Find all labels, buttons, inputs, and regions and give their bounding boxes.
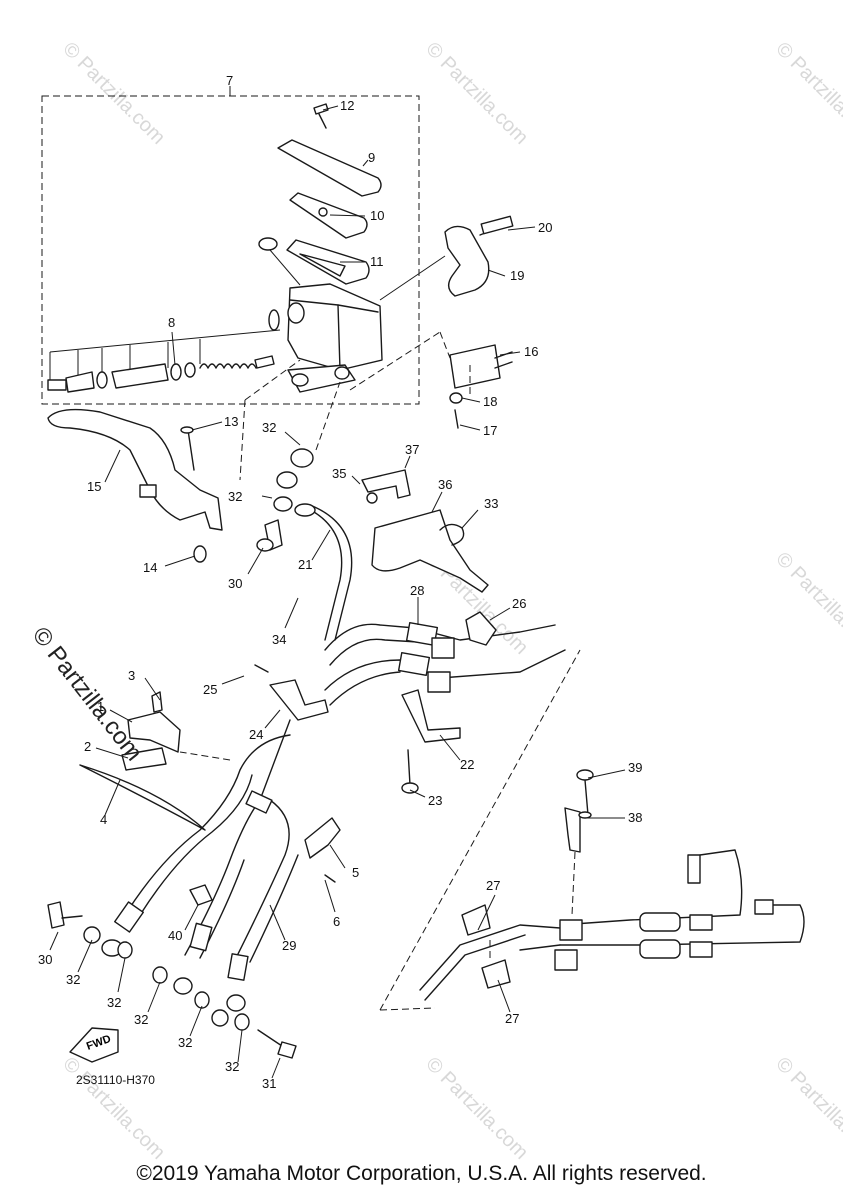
callout-32e: 32 bbox=[134, 1012, 148, 1027]
brake-lever bbox=[47, 408, 223, 531]
callout-9: 9 bbox=[368, 150, 375, 165]
callout-2: 2 bbox=[84, 739, 91, 754]
piston-kit bbox=[47, 329, 281, 393]
callout-6: 6 bbox=[333, 914, 340, 929]
callout-18: 18 bbox=[483, 394, 497, 409]
callout-11: 11 bbox=[370, 254, 384, 269]
watermark-faint: © Partzilla.com bbox=[58, 38, 169, 149]
callout-27b: 27 bbox=[505, 1011, 519, 1026]
fwd-arrow-icon: FWD bbox=[69, 1027, 119, 1063]
callout-7: 7 bbox=[226, 73, 233, 88]
bracket-5 bbox=[304, 817, 341, 859]
clamp-22 bbox=[401, 689, 461, 743]
callout-33: 33 bbox=[484, 496, 498, 511]
callout-16: 16 bbox=[524, 344, 538, 359]
bracket-24 bbox=[269, 679, 329, 721]
callout-32d: 32 bbox=[107, 995, 121, 1010]
callout-5: 5 bbox=[352, 865, 359, 880]
master-cylinder-body bbox=[287, 283, 383, 371]
bracket-38 bbox=[564, 807, 581, 853]
bracket-36 bbox=[371, 509, 489, 593]
callout-12: 12 bbox=[340, 98, 354, 113]
callout-21: 21 bbox=[298, 557, 312, 572]
hose-pair-upper bbox=[324, 623, 556, 651]
callout-22: 22 bbox=[460, 757, 474, 772]
watermark-faint: © Partzilla.com bbox=[771, 38, 843, 149]
callout-28: 28 bbox=[410, 583, 424, 598]
brake-hose-21 bbox=[299, 504, 343, 641]
clamp-holder bbox=[444, 225, 490, 297]
callout-30: 30 bbox=[228, 576, 242, 591]
callout-38: 38 bbox=[628, 810, 642, 825]
callout-27: 27 bbox=[486, 878, 500, 893]
callout-3: 3 bbox=[128, 668, 135, 683]
copyright-notice: ©2019 Yamaha Motor Corporation, U.S.A. A… bbox=[136, 1162, 707, 1185]
leader-lines bbox=[49, 105, 626, 1079]
callout-34: 34 bbox=[272, 632, 286, 647]
watermark-faint: © Partzilla.com bbox=[58, 1053, 169, 1164]
callout-1: 1 bbox=[97, 699, 104, 714]
callout-4: 4 bbox=[100, 812, 107, 827]
reservoir-cap bbox=[277, 139, 382, 197]
diagram-code: 2S31110-H370 bbox=[76, 1073, 155, 1087]
callout-labels: 1 2 3 4 5 6 7 8 9 10 11 12 13 14 15 16 1… bbox=[38, 73, 642, 1091]
hose-guide-2 bbox=[121, 747, 167, 771]
hose-clamp-26 bbox=[465, 611, 497, 646]
watermark-faint: © Partzilla.com bbox=[421, 38, 532, 149]
callout-35: 35 bbox=[332, 466, 346, 481]
callout-15: 15 bbox=[87, 479, 101, 494]
watermark-faint: © Partzilla.com bbox=[421, 1053, 532, 1164]
clip-27-upper bbox=[461, 904, 491, 936]
callout-13: 13 bbox=[224, 414, 238, 429]
callout-14: 14 bbox=[143, 560, 157, 575]
callout-23: 23 bbox=[428, 793, 442, 808]
watermark-faint: © Partzilla.com bbox=[771, 1053, 843, 1164]
brake-hose-29 bbox=[184, 719, 291, 956]
rear-section-outline bbox=[379, 649, 581, 1011]
callout-30b: 30 bbox=[38, 952, 52, 967]
brake-switch bbox=[449, 344, 501, 389]
clip-40 bbox=[189, 884, 213, 906]
callout-32g: 32 bbox=[225, 1059, 239, 1074]
callout-24: 24 bbox=[249, 727, 263, 742]
callout-36: 36 bbox=[438, 477, 452, 492]
callout-32b: 32 bbox=[228, 489, 242, 504]
callout-31: 31 bbox=[262, 1076, 276, 1091]
callout-10: 10 bbox=[370, 208, 384, 223]
callout-32f: 32 bbox=[178, 1035, 192, 1050]
callout-17: 17 bbox=[483, 423, 497, 438]
callout-19: 19 bbox=[510, 268, 524, 283]
brake-hose-left bbox=[124, 734, 291, 916]
cap-plate bbox=[289, 192, 368, 239]
clip-27-lower bbox=[481, 959, 511, 989]
hose-27-a bbox=[419, 924, 561, 991]
callout-39: 39 bbox=[628, 760, 642, 775]
callout-8: 8 bbox=[168, 315, 175, 330]
callout-25: 25 bbox=[203, 682, 217, 697]
callout-32c: 32 bbox=[66, 972, 80, 987]
callout-26: 26 bbox=[512, 596, 526, 611]
background-watermarks: © Partzilla.com © Partzilla.com © Partzi… bbox=[58, 38, 843, 1164]
callout-40: 40 bbox=[168, 928, 182, 943]
hose-guide-1 bbox=[127, 711, 181, 753]
reservoir-grommet bbox=[258, 237, 278, 251]
bracket-37 bbox=[361, 469, 411, 499]
watermark-faint: © Partzilla.com bbox=[771, 548, 843, 659]
fender-4 bbox=[79, 764, 206, 831]
callout-20: 20 bbox=[538, 220, 552, 235]
callout-32: 32 bbox=[262, 420, 276, 435]
callout-29: 29 bbox=[282, 938, 296, 953]
callout-37: 37 bbox=[405, 442, 419, 457]
